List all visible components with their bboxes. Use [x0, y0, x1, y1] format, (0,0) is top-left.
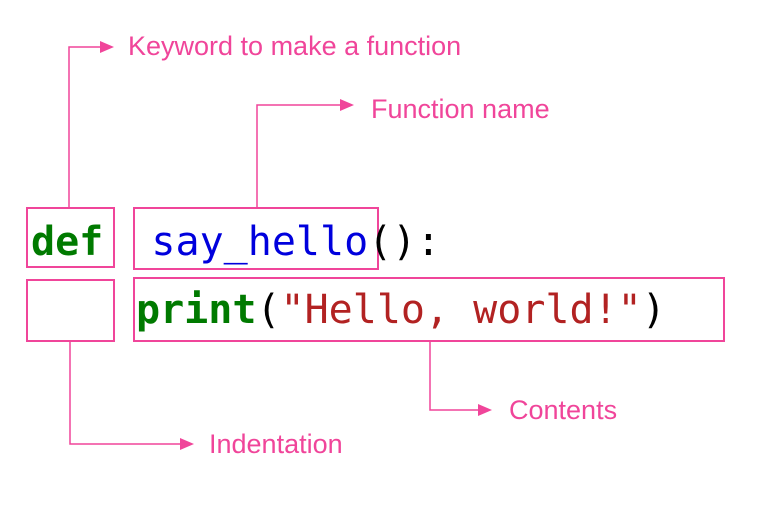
builtin-print: print [136, 287, 257, 333]
indentation-annotation: Indentation [209, 429, 343, 459]
keyword-box [26, 207, 115, 268]
function-name-box [133, 207, 379, 270]
close-paren: ) [641, 287, 666, 333]
indentation-arrowhead [180, 438, 194, 450]
contents-box [133, 277, 725, 342]
function-name-annotation: Function name [371, 94, 550, 124]
function-name-arrowhead [340, 99, 354, 111]
keyword-annotation: Keyword to make a function [128, 31, 462, 61]
contents-arrowhead [478, 404, 492, 416]
contents-annotation: Contents [509, 395, 618, 425]
function-name-connector [256, 104, 340, 207]
indentation-box [26, 279, 115, 342]
string-literal: "Hello, world!" [280, 287, 642, 333]
code-line-2: print("Hello, world!") [136, 290, 666, 330]
function-name-text: say_hello [151, 219, 369, 265]
keyword-arrowhead [100, 41, 114, 53]
keyword-connector [68, 46, 100, 207]
contents-connector [429, 342, 478, 411]
code-line-1: def say_hello(): [31, 222, 440, 262]
open-paren: ( [256, 287, 281, 333]
signature-punctuation: (): [368, 219, 441, 265]
keyword-def: def [31, 219, 104, 265]
indentation-connector [69, 342, 180, 445]
